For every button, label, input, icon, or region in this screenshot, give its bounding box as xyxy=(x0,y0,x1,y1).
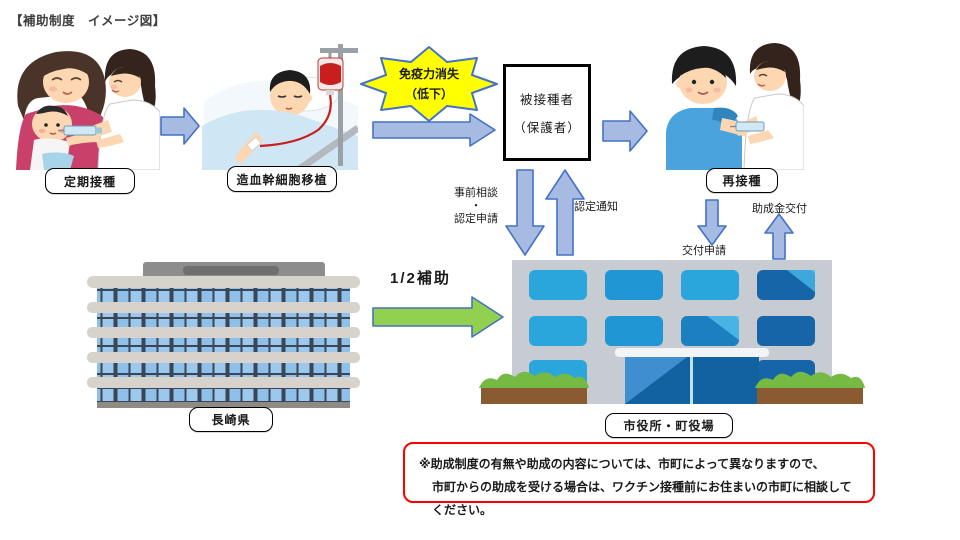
recipient-box: 被接種者 （保護者） xyxy=(503,64,591,161)
diagram-title: 【補助制度 イメージ図】 xyxy=(10,14,166,28)
pre-consultation-label: 事前相談 ・ 認定申請 xyxy=(454,187,498,225)
note-line1: ※助成制度の有無や助成の内容については、市町によって異なりますので、 xyxy=(419,457,825,471)
arrow-right-icon xyxy=(160,107,200,145)
bush-left xyxy=(479,371,589,404)
label-prefecture: 長崎県 xyxy=(189,407,273,432)
revaccination-illustration xyxy=(666,43,804,170)
arrow-right-icon xyxy=(372,113,496,147)
note-line2: 市町からの助成を受ける場合は、ワクチン接種前にお住まいの市町に相談してください。 xyxy=(432,480,852,517)
green-arrow-right-icon xyxy=(372,296,504,338)
city-hall-illustration xyxy=(479,260,865,404)
immunity-loss-text: 免疫力消失 （低下） xyxy=(399,64,459,104)
iv-bandage-icon xyxy=(247,137,261,151)
immunity-loss-burst: 免疫力消失 （低下） xyxy=(360,46,498,122)
entrance-canopy xyxy=(615,348,769,357)
syringe-icon xyxy=(63,125,97,136)
starburst-icon xyxy=(360,46,498,122)
arrow-up-icon xyxy=(764,213,794,260)
recipient-line2: （保護者） xyxy=(513,121,581,135)
bush-right xyxy=(755,371,865,404)
arrow-down-icon xyxy=(505,169,545,256)
syringe-icon xyxy=(735,121,765,132)
subsidy-rate-label: 1/2補助 xyxy=(390,270,451,287)
label-revaccination: 再接種 xyxy=(706,168,778,193)
municipal-subsidy-note: ※助成制度の有無や助成の内容については、市町によって異なりますので、 市町からの… xyxy=(403,442,875,517)
grant-payment-label: 助成金交付 xyxy=(752,203,807,215)
grant-application-label: 交付申請 xyxy=(682,245,726,257)
prefecture-building-illustration xyxy=(87,262,360,408)
arrow-down-icon xyxy=(697,199,727,246)
iv-pole-icon xyxy=(338,44,343,166)
immunity-loss-line1: 免疫力消失 xyxy=(398,67,459,81)
infant-vaccination-illustration xyxy=(16,49,160,170)
arrow-up-icon xyxy=(545,169,585,256)
recipient-line1: 被接種者 xyxy=(519,93,574,107)
label-municipality: 市役所・町役場 xyxy=(605,413,733,438)
arrow-right-icon xyxy=(602,110,648,152)
immunity-loss-line2: （低下） xyxy=(404,87,453,101)
label-stem-cell-transplant: 造血幹細胞移植 xyxy=(227,166,337,192)
label-regular-vaccination: 定期接種 xyxy=(45,168,135,194)
certification-notice-label: 認定通知 xyxy=(574,201,618,213)
stem-cell-transplant-illustration xyxy=(202,44,358,170)
